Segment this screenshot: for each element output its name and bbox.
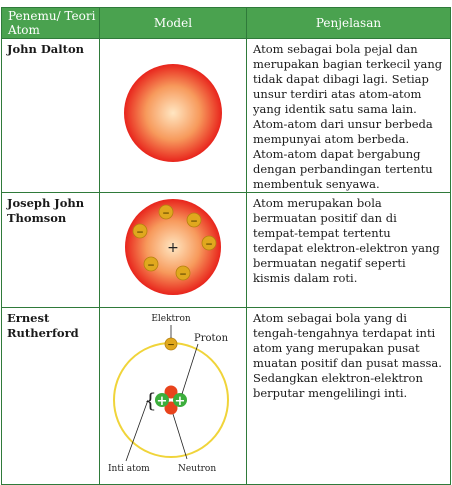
electron-6: −: [175, 265, 191, 281]
inventor-name: John Dalton: [1, 38, 100, 193]
electron-sign: −: [136, 228, 144, 238]
atom-models-table: Penemu/ Teori Atom Model Penjelasan John…: [1, 7, 451, 485]
thomson-model: + − − − −: [99, 192, 247, 308]
svg-text:−: −: [167, 341, 175, 351]
explanation-text: Atom sebagai bola yang di tengah-tengahn…: [246, 307, 451, 485]
proton-pointer: [181, 343, 199, 395]
explanation-text: Atom merupakan bola bermuatan positif da…: [246, 192, 451, 308]
nucleus-bracket: {: [144, 388, 157, 412]
cropped-caption: [0, 0, 452, 6]
thomson-plum-pudding-diagram: + − − − −: [125, 199, 221, 295]
proton-particle: [155, 393, 169, 407]
inventor-name: Joseph John Thomson: [1, 192, 100, 308]
solid-sphere: [124, 64, 222, 162]
svg-text:+: +: [175, 394, 186, 409]
table-row: John Dalton Atom sebagai bola pejal dan …: [1, 38, 451, 193]
rutherford-model: − + + {: [99, 307, 247, 485]
electron-orbit: [113, 342, 229, 458]
electron-2: −: [186, 212, 202, 228]
nucleus-pointer: [125, 399, 149, 462]
electron-sign: −: [147, 261, 155, 271]
header-model: Model: [99, 7, 247, 39]
electron-sign: −: [190, 217, 198, 227]
label-electron: Elektron: [151, 314, 191, 324]
table-row: Joseph John Thomson + −: [1, 192, 451, 308]
electron-5: −: [143, 256, 159, 272]
label-proton: Proton: [194, 333, 229, 344]
electron-sign: −: [179, 270, 187, 280]
electron-1: −: [158, 204, 174, 220]
electron-sign: −: [205, 240, 213, 250]
electron-4: −: [201, 235, 217, 251]
svg-text:+: +: [157, 394, 168, 409]
inventor-name: Ernest Rutherford: [1, 307, 100, 485]
electron-3: −: [132, 223, 148, 239]
dalton-model: [99, 38, 247, 193]
table-header-row: Penemu/ Teori Atom Model Penjelasan: [1, 7, 451, 39]
header-inventor: Penemu/ Teori Atom: [1, 7, 100, 39]
header-explanation: Penjelasan: [246, 7, 451, 39]
label-neutron: Neutron: [178, 464, 216, 474]
explanation-text: Atom sebagai bola pejal dan merupakan ba…: [246, 38, 451, 193]
center-plus-sign: +: [167, 240, 179, 256]
dalton-sphere-diagram: [124, 64, 222, 162]
proton-particle: [173, 393, 187, 407]
orbiting-electron: −: [164, 337, 178, 351]
table-row: Ernest Rutherford − +: [1, 307, 451, 485]
neutron-particle: [164, 385, 178, 399]
neutron-pointer: [172, 413, 188, 460]
electron-sign: −: [162, 209, 170, 219]
nucleus: + +: [155, 385, 187, 415]
label-nucleus: Inti atom: [108, 464, 150, 474]
neutron-particle: [164, 401, 178, 415]
rutherford-nuclear-diagram: − + + {: [108, 314, 229, 474]
